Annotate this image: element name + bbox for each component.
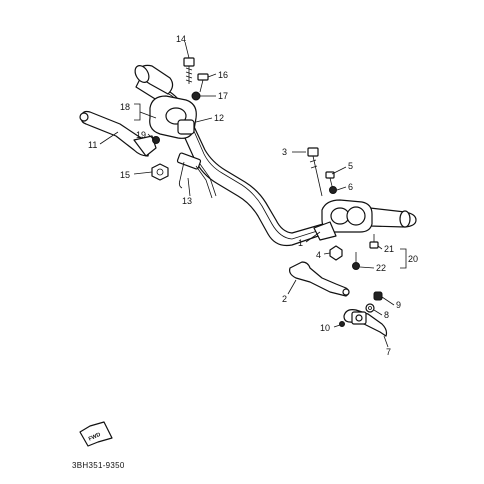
callout-3: 3 — [282, 147, 287, 157]
bolt-9 — [373, 291, 383, 301]
washer-6 — [329, 186, 337, 194]
callout-4: 4 — [316, 250, 321, 260]
callout-10: 10 — [320, 323, 330, 333]
switch-cable-13 — [176, 152, 217, 199]
callout-5: 5 — [348, 161, 353, 171]
forward-arrow-label: FWD — [88, 432, 102, 443]
brake-lever-holder — [343, 309, 388, 337]
washer-22 — [352, 252, 360, 270]
bolt-10 — [339, 321, 345, 327]
callout-19: 19 — [136, 130, 146, 140]
callout-11: 11 — [88, 140, 97, 150]
callout-12: 12 — [214, 113, 224, 123]
callout-14: 14 — [176, 34, 186, 44]
callout-17: 17 — [218, 91, 228, 101]
callout-20: 20 — [408, 254, 418, 264]
callout-7: 7 — [386, 347, 391, 357]
callout-2: 2 — [282, 294, 287, 304]
callout-9: 9 — [396, 300, 401, 310]
bolt-16 — [197, 73, 209, 93]
callout-13: 13 — [182, 196, 192, 206]
brake-lever — [289, 261, 350, 297]
washer-19 — [152, 136, 160, 144]
callout-6: 6 — [348, 182, 353, 192]
right-grip — [369, 207, 417, 228]
bolt-3 — [307, 147, 323, 197]
right-switch-housing — [313, 199, 373, 241]
washer-17 — [191, 91, 201, 101]
screw-21 — [369, 234, 379, 249]
callout-22: 22 — [376, 263, 386, 273]
callout-1: 1 — [298, 238, 303, 248]
callout-labels: 1 2 3 4 5 6 7 8 9 10 11 12 13 14 15 16 1… — [88, 34, 418, 357]
callout-18: 18 — [120, 102, 130, 112]
diagram-code: 3BH351-9350 — [72, 461, 125, 470]
callout-8: 8 — [384, 310, 389, 320]
nut-15 — [151, 163, 169, 181]
left-grip — [134, 64, 174, 95]
bolt-14 — [183, 57, 195, 84]
forward-arrow: FWD — [79, 421, 113, 447]
callout-16: 16 — [218, 70, 228, 80]
leader-lines — [99, 41, 407, 348]
washer-8 — [365, 303, 375, 313]
callout-21: 21 — [384, 244, 394, 254]
callout-15: 15 — [120, 170, 130, 180]
left-lever-holder — [149, 95, 197, 139]
nut-4 — [329, 245, 343, 261]
